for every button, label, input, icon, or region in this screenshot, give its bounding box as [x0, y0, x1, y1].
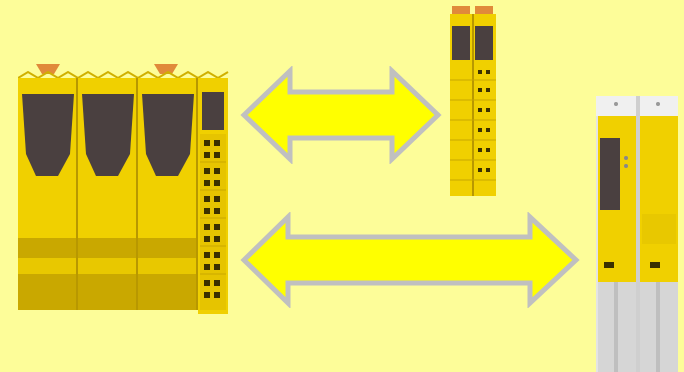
modular-controller-icon — [18, 58, 230, 314]
module-body-2 — [78, 78, 138, 310]
drive-pair — [594, 96, 680, 372]
bidirectional-arrow-icon — [240, 66, 442, 164]
servo-drive-units-icon — [594, 96, 680, 372]
bottom-arrow — [240, 212, 580, 308]
module-body-3 — [138, 78, 198, 310]
module-body-1 — [18, 78, 78, 310]
small-module-pair — [448, 4, 498, 196]
large-module-group — [18, 58, 230, 314]
compact-io-modules-icon — [448, 4, 498, 196]
top-arrow — [240, 66, 442, 164]
io-module — [198, 78, 228, 314]
bidirectional-arrow-icon — [240, 212, 580, 308]
